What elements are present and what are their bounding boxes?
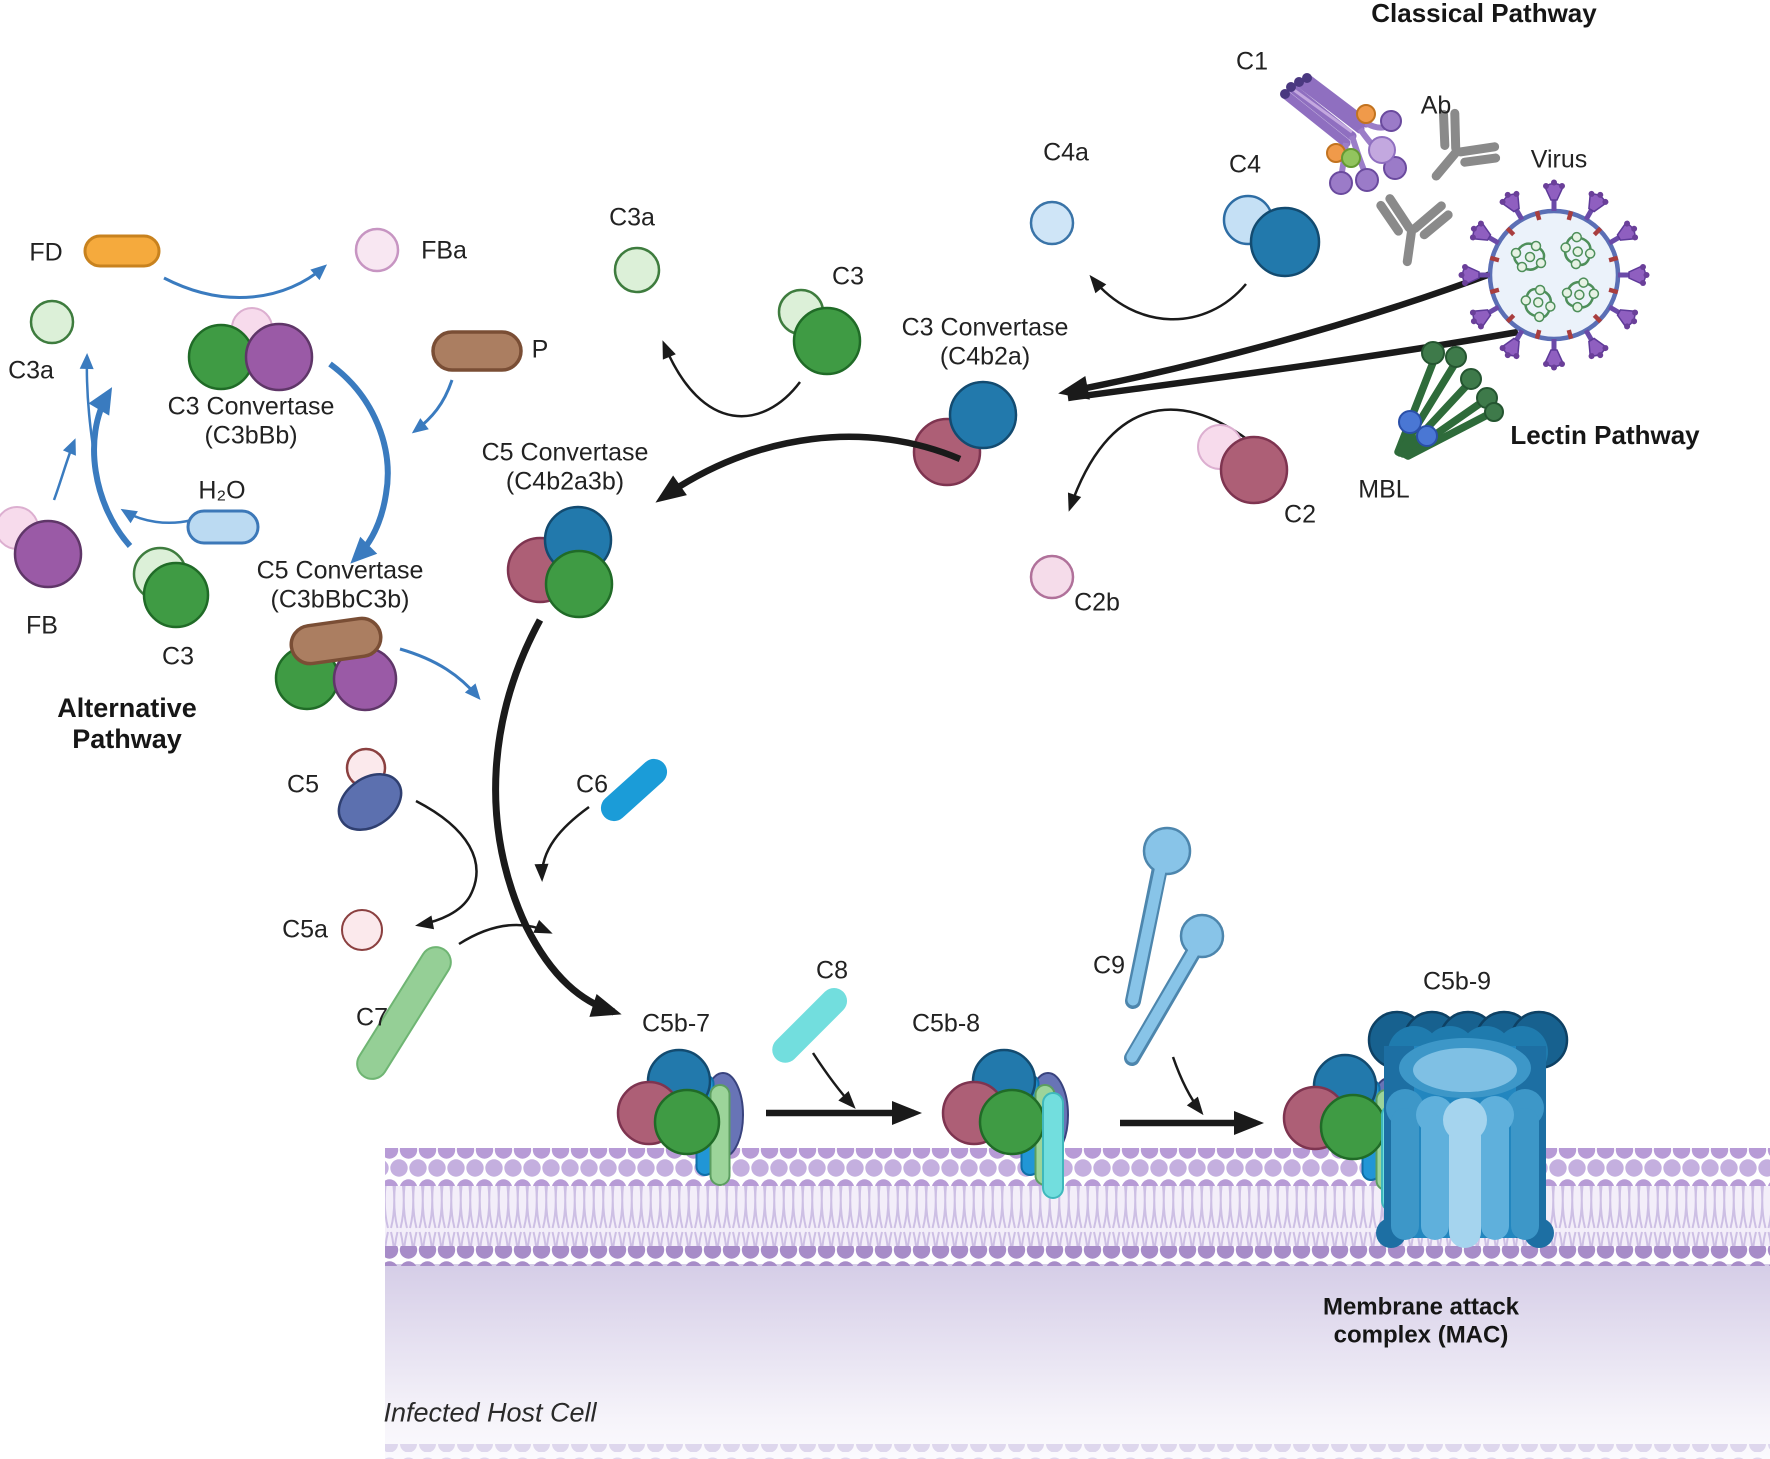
label-c5b9: C5b-9 bbox=[1422, 967, 1492, 996]
label-h2o: H₂O bbox=[198, 476, 246, 505]
mac-illustration bbox=[1367, 1010, 1569, 1248]
properdin-pill bbox=[431, 330, 523, 372]
virus-illustration bbox=[1459, 180, 1650, 371]
label-c3-mid: C3 bbox=[832, 262, 864, 291]
alternative-pathway-arrows bbox=[52, 264, 481, 701]
c3-convertase-c4b2a-complex bbox=[912, 380, 1018, 487]
label-c5-convertase-classical: C5 Convertase (C4b2a3b) bbox=[481, 438, 649, 495]
factor-b-molecule bbox=[0, 506, 83, 589]
label-virus: Virus bbox=[1530, 145, 1588, 174]
label-c5b8: C5b-8 bbox=[911, 1009, 981, 1038]
factor-d-pill bbox=[83, 234, 161, 268]
label-c6: C6 bbox=[576, 770, 608, 799]
label-c3-convertase-classical: C3 Convertase (C4b2a) bbox=[901, 313, 1069, 370]
label-c5b7: C5b-7 bbox=[641, 1009, 711, 1038]
c2-molecule bbox=[1197, 424, 1289, 505]
label-fd: FD bbox=[29, 238, 63, 267]
label-c5-convertase-alternative: C5 Convertase (C3bBbC3b) bbox=[256, 556, 424, 613]
antibody-icons bbox=[1374, 108, 1501, 266]
c8-pill bbox=[772, 987, 848, 1063]
c4a-fragment bbox=[1029, 200, 1075, 246]
fba-fragment bbox=[354, 227, 400, 273]
label-mbl: MBL bbox=[1358, 475, 1410, 504]
label-c4a: C4a bbox=[1043, 138, 1089, 167]
c3-molecule-mid bbox=[777, 288, 862, 376]
label-c4: C4 bbox=[1229, 150, 1261, 179]
label-fba: FBa bbox=[421, 236, 467, 265]
label-mac: Membrane attack complex (MAC) bbox=[1322, 1293, 1520, 1348]
label-p: P bbox=[531, 335, 549, 364]
label-c5a: C5a bbox=[282, 915, 328, 944]
classical-input-arrows bbox=[1058, 268, 1519, 512]
c3a-fragment-mid bbox=[613, 246, 661, 294]
label-ab: Ab bbox=[1420, 91, 1452, 120]
label-c3-convertase-alternative: C3 Convertase (C3bBb) bbox=[167, 392, 335, 449]
central-arrows bbox=[655, 340, 962, 503]
label-c3-left: C3 bbox=[162, 642, 194, 671]
c5a-fragment bbox=[341, 909, 383, 951]
terminal-arrows bbox=[415, 618, 1264, 1135]
c9-molecules bbox=[1124, 826, 1225, 1066]
c3a-fragment-left bbox=[29, 299, 75, 345]
label-c3a-mid: C3a bbox=[609, 203, 655, 232]
label-c5: C5 bbox=[287, 770, 319, 799]
label-c1: C1 bbox=[1236, 47, 1268, 76]
label-infected-host-cell: Infected Host Cell bbox=[383, 1397, 597, 1428]
lectin-pathway-title: Lectin Pathway bbox=[1510, 420, 1700, 451]
label-c2: C2 bbox=[1284, 500, 1316, 529]
mbl-structure bbox=[1394, 341, 1504, 460]
c5-convertase-c4b2a3b-complex bbox=[506, 505, 614, 619]
c2b-fragment bbox=[1029, 554, 1075, 600]
c7-pill bbox=[356, 946, 452, 1080]
label-c9: C9 bbox=[1093, 951, 1125, 980]
h2o-pill bbox=[186, 509, 260, 545]
label-c8: C8 bbox=[816, 956, 848, 985]
c5-molecule bbox=[337, 747, 403, 831]
c3-molecule-left bbox=[132, 546, 210, 629]
c3-convertase-c3bbb-complex bbox=[187, 307, 314, 392]
c1-structure bbox=[1280, 73, 1407, 195]
label-c3a-left: C3a bbox=[8, 356, 54, 385]
c5-convertase-c3bbbc3b-complex bbox=[274, 616, 398, 712]
c4-molecule bbox=[1222, 194, 1321, 278]
c6-pill bbox=[600, 758, 668, 822]
label-c7: C7 bbox=[356, 1003, 388, 1032]
alternative-pathway-title: Alternative Pathway bbox=[57, 692, 197, 754]
label-c2b: C2b bbox=[1074, 588, 1120, 617]
classical-pathway-title: Classical Pathway bbox=[1371, 0, 1597, 29]
label-fb: FB bbox=[26, 611, 58, 640]
c5b8-complex bbox=[941, 1048, 1070, 1199]
